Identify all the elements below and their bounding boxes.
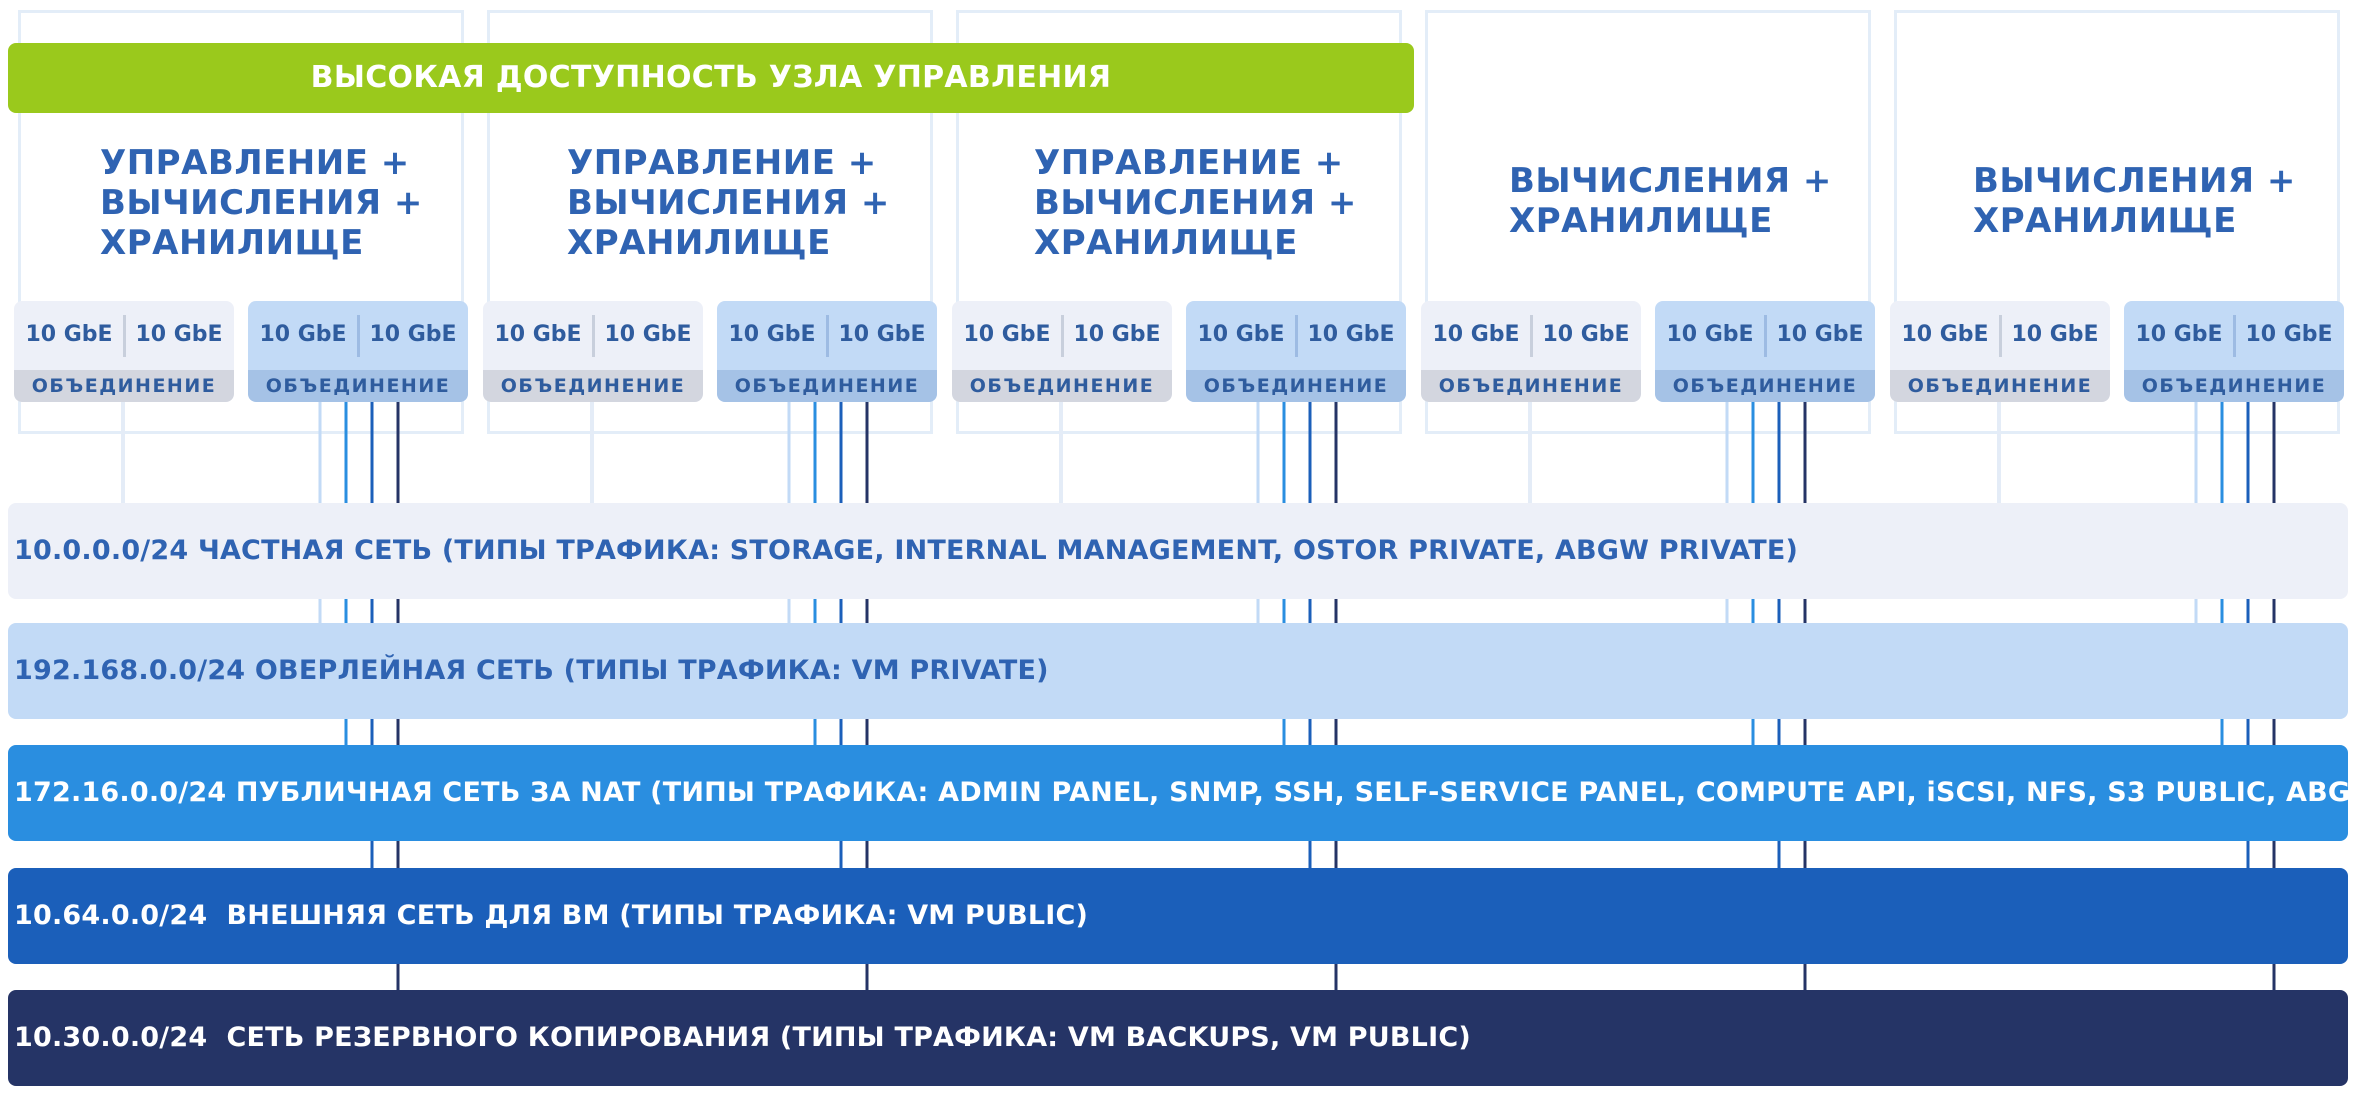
bond-label: ОБЪЕДИНЕНИЕ bbox=[1890, 370, 2110, 402]
port-10gbe: 10 GbE bbox=[1307, 322, 1395, 347]
port-10gbe: 10 GbE bbox=[1073, 322, 1161, 347]
bond-label: ОБЪЕДИНЕНИЕ bbox=[952, 370, 1172, 402]
network-external-vm: 10.64.0.0/24 ВНЕШНЯЯ СЕТЬ ДЛЯ ВМ (ТИПЫ Т… bbox=[8, 868, 2348, 964]
port-10gbe: 10 GbE bbox=[2245, 322, 2333, 347]
node-title-4: ВЫЧИСЛЕНИЯ + ХРАНИЛИЩЕ bbox=[1509, 161, 1832, 241]
bond-label: ОБЪЕДИНЕНИЕ bbox=[248, 370, 468, 402]
port-10gbe: 10 GbE bbox=[1776, 322, 1864, 347]
node-box-5 bbox=[1894, 10, 2340, 434]
port-10gbe: 10 GbE bbox=[259, 322, 347, 347]
node-box-3 bbox=[956, 10, 1402, 434]
node-title-5: ВЫЧИСЛЕНИЯ + ХРАНИЛИЩЕ bbox=[1973, 161, 2296, 241]
bond-node5-b: 10 GbE 10 GbE ОБЪЕДИНЕНИЕ bbox=[2124, 301, 2344, 402]
bond-node2-b: 10 GbE 10 GbE ОБЪЕДИНЕНИЕ bbox=[717, 301, 937, 402]
node-box-4 bbox=[1425, 10, 1871, 434]
bond-node4-b: 10 GbE 10 GbE ОБЪЕДИНЕНИЕ bbox=[1655, 301, 1875, 402]
network-overlay: 192.168.0.0/24 ОВЕРЛЕЙНАЯ СЕТЬ (ТИПЫ ТРА… bbox=[8, 623, 2348, 719]
bond-node1-a: 10 GbE 10 GbE ОБЪЕДИНЕНИЕ bbox=[14, 301, 234, 402]
port-10gbe: 10 GbE bbox=[963, 322, 1051, 347]
node-title-3: УПРАВЛЕНИЕ + ВЫЧИСЛЕНИЯ + ХРАНИЛИЩЕ bbox=[1034, 143, 1357, 263]
port-10gbe: 10 GbE bbox=[1666, 322, 1754, 347]
port-separator bbox=[592, 315, 595, 357]
port-10gbe: 10 GbE bbox=[369, 322, 457, 347]
port-10gbe: 10 GbE bbox=[1542, 322, 1630, 347]
ha-banner: ВЫСОКАЯ ДОСТУПНОСТЬ УЗЛА УПРАВЛЕНИЯ bbox=[8, 43, 1414, 113]
port-separator bbox=[357, 315, 360, 357]
bond-node3-b: 10 GbE 10 GbE ОБЪЕДИНЕНИЕ bbox=[1186, 301, 1406, 402]
port-10gbe: 10 GbE bbox=[728, 322, 816, 347]
bond-label: ОБЪЕДИНЕНИЕ bbox=[483, 370, 703, 402]
port-separator bbox=[826, 315, 829, 357]
bond-node5-a: 10 GbE 10 GbE ОБЪЕДИНЕНИЕ bbox=[1890, 301, 2110, 402]
network-public-nat: 172.16.0.0/24 ПУБЛИЧНАЯ СЕТЬ ЗА NAT (ТИП… bbox=[8, 745, 2348, 841]
bond-node3-a: 10 GbE 10 GbE ОБЪЕДИНЕНИЕ bbox=[952, 301, 1172, 402]
bond-node4-a: 10 GbE 10 GbE ОБЪЕДИНЕНИЕ bbox=[1421, 301, 1641, 402]
port-separator bbox=[2233, 315, 2236, 357]
node-box-1 bbox=[18, 10, 464, 434]
port-10gbe: 10 GbE bbox=[1901, 322, 1989, 347]
bond-label: ОБЪЕДИНЕНИЕ bbox=[14, 370, 234, 402]
node-box-2 bbox=[487, 10, 933, 434]
bond-label: ОБЪЕДИНЕНИЕ bbox=[1186, 370, 1406, 402]
port-separator bbox=[123, 315, 126, 357]
port-10gbe: 10 GbE bbox=[1197, 322, 1285, 347]
port-separator bbox=[1999, 315, 2002, 357]
port-separator bbox=[1764, 315, 1767, 357]
port-10gbe: 10 GbE bbox=[1432, 322, 1520, 347]
port-separator bbox=[1530, 315, 1533, 357]
bond-label: ОБЪЕДИНЕНИЕ bbox=[1421, 370, 1641, 402]
port-separator bbox=[1061, 315, 1064, 357]
bond-node1-b: 10 GbE 10 GbE ОБЪЕДИНЕНИЕ bbox=[248, 301, 468, 402]
port-10gbe: 10 GbE bbox=[604, 322, 692, 347]
port-10gbe: 10 GbE bbox=[2011, 322, 2099, 347]
bond-label: ОБЪЕДИНЕНИЕ bbox=[2124, 370, 2344, 402]
port-10gbe: 10 GbE bbox=[135, 322, 223, 347]
port-10gbe: 10 GbE bbox=[838, 322, 926, 347]
network-private: 10.0.0.0/24 ЧАСТНАЯ СЕТЬ (ТИПЫ ТРАФИКА: … bbox=[8, 503, 2348, 599]
bond-node2-a: 10 GbE 10 GbE ОБЪЕДИНЕНИЕ bbox=[483, 301, 703, 402]
port-10gbe: 10 GbE bbox=[25, 322, 113, 347]
node-title-2: УПРАВЛЕНИЕ + ВЫЧИСЛЕНИЯ + ХРАНИЛИЩЕ bbox=[567, 143, 890, 263]
port-10gbe: 10 GbE bbox=[2135, 322, 2223, 347]
network-backup: 10.30.0.0/24 СЕТЬ РЕЗЕРВНОГО КОПИРОВАНИЯ… bbox=[8, 990, 2348, 1086]
port-separator bbox=[1295, 315, 1298, 357]
port-10gbe: 10 GbE bbox=[494, 322, 582, 347]
bond-label: ОБЪЕДИНЕНИЕ bbox=[1655, 370, 1875, 402]
bond-label: ОБЪЕДИНЕНИЕ bbox=[717, 370, 937, 402]
node-title-1: УПРАВЛЕНИЕ + ВЫЧИСЛЕНИЯ + ХРАНИЛИЩЕ bbox=[100, 143, 423, 263]
